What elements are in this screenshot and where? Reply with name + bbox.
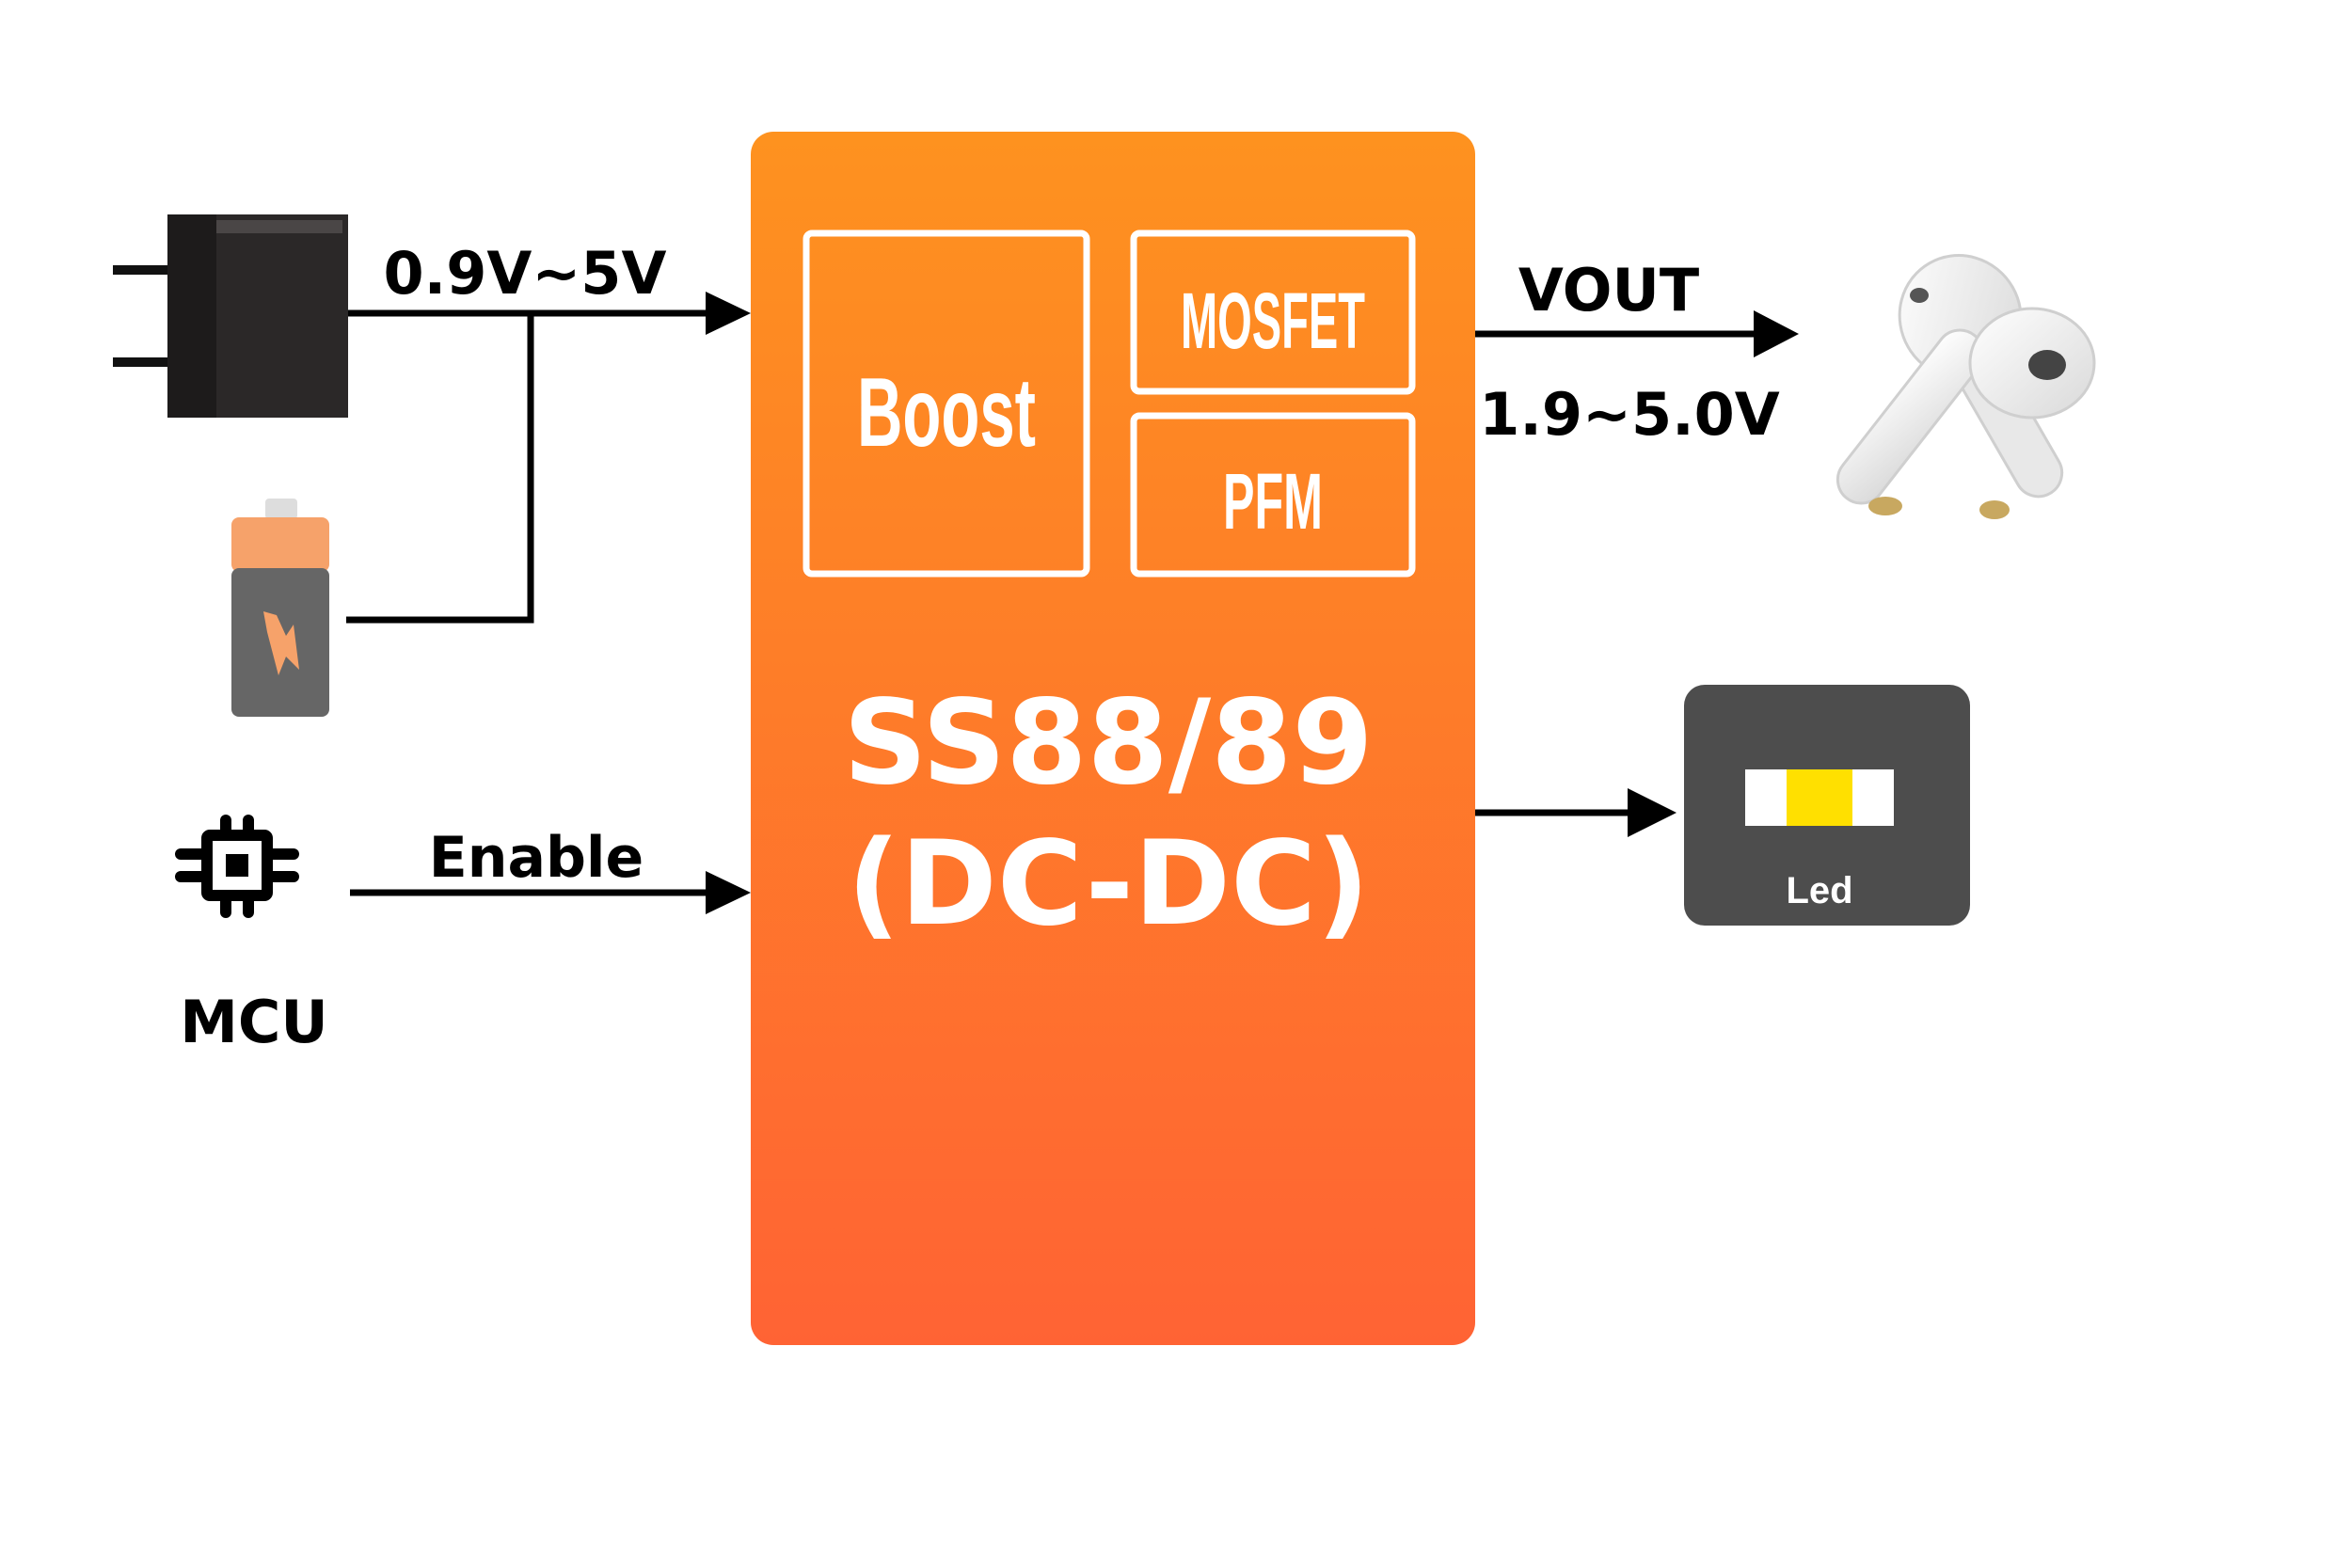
led-emitter xyxy=(1787,769,1852,826)
power-adapter-icon xyxy=(113,214,348,418)
enable-label: Enable xyxy=(429,825,644,891)
vout-arrowhead xyxy=(1754,310,1799,357)
output-wires xyxy=(1475,330,1756,816)
battery-icon xyxy=(231,499,329,717)
input-voltage-label: 0.9V~5V xyxy=(384,239,667,308)
earbuds-icon xyxy=(1836,254,2096,519)
chip-title-line1: SS88/89 xyxy=(843,675,1373,811)
input-wires xyxy=(346,309,707,896)
mcu-chip-icon xyxy=(175,815,299,918)
led-label: Led xyxy=(1786,870,1852,911)
boost-block xyxy=(803,230,1090,578)
pfm-block xyxy=(1130,412,1416,578)
dc-dc-chip-body xyxy=(751,132,1475,1345)
chip-title-line2: (DC-DC) xyxy=(847,816,1370,952)
mcu-label: MCU xyxy=(180,988,328,1056)
led-arrowhead xyxy=(1628,788,1677,837)
vin-arrowhead xyxy=(706,292,751,335)
mosfet-label: MOSFET xyxy=(1181,277,1365,365)
pfm-label: PFM xyxy=(1223,457,1323,546)
boost-label: Boost xyxy=(857,358,1036,467)
enable-arrowhead xyxy=(706,871,751,914)
vout-label: VOUT xyxy=(1518,256,1699,325)
mosfet-block xyxy=(1130,230,1416,395)
vout-range-label: 1.9~5.0V xyxy=(1479,380,1780,449)
